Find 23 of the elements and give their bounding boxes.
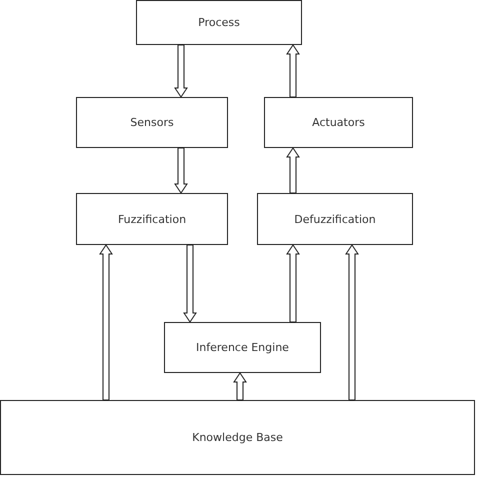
arrow	[174, 148, 188, 194]
arrow	[233, 372, 247, 400]
node-label: Inference Engine	[196, 341, 289, 354]
arrow	[286, 44, 300, 98]
arrow	[183, 244, 197, 323]
arrow	[174, 44, 188, 98]
arrow	[286, 147, 300, 194]
arrow	[286, 244, 300, 322]
process-box	[264, 97, 413, 148]
node-label: Sensors	[130, 116, 174, 129]
process-box	[257, 193, 413, 245]
arrow	[345, 244, 359, 400]
process-box	[164, 322, 321, 373]
process-box	[136, 0, 302, 45]
process-box	[76, 193, 228, 245]
node-label: Defuzzification	[294, 212, 376, 226]
process-box	[0, 400, 475, 475]
node-label: Actuators	[312, 116, 365, 129]
node-label: Process	[198, 16, 240, 29]
node-label: Fuzzification	[118, 212, 186, 226]
node-label: Knowledge Base	[192, 431, 283, 444]
arrow	[99, 244, 113, 400]
process-box	[76, 97, 228, 148]
